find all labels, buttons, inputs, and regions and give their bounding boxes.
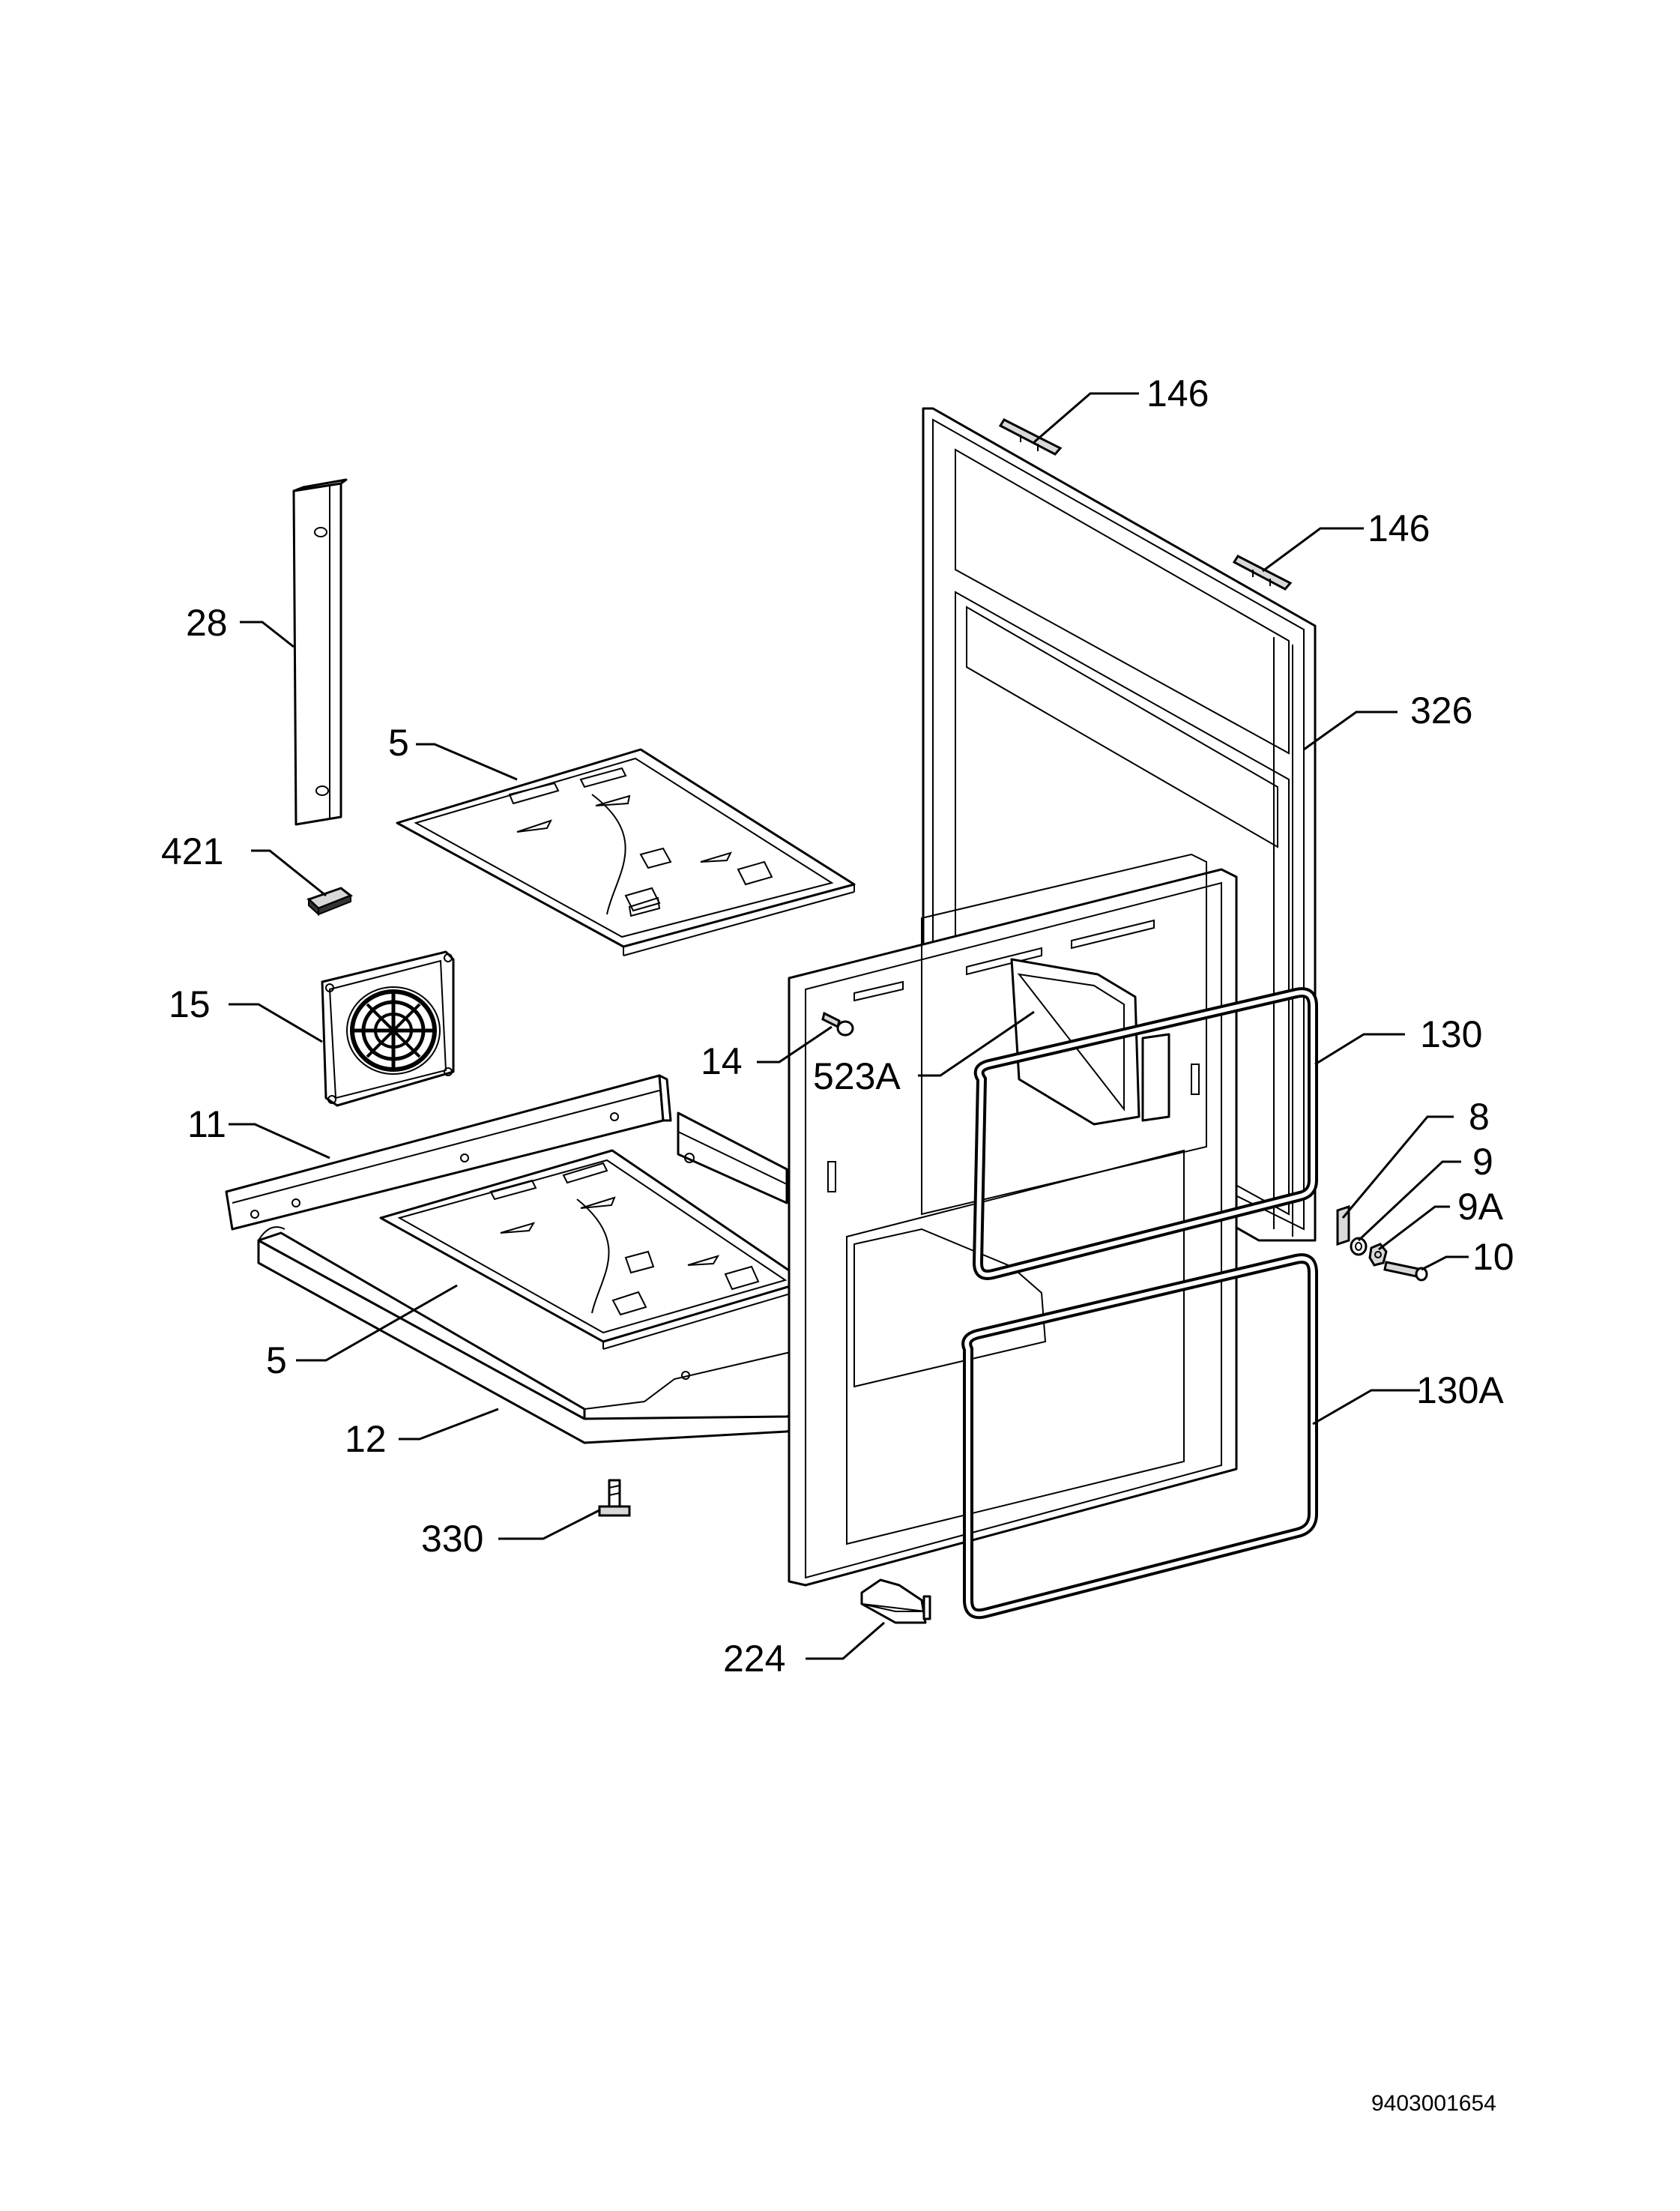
callout-9a: 9A: [1457, 1186, 1504, 1228]
callout-15: 15: [169, 983, 211, 1025]
front-frame: [788, 853, 1238, 1587]
callout-421: 421: [161, 830, 223, 872]
callout-130: 130: [1420, 1013, 1482, 1055]
callout-146-right: 146: [1368, 507, 1430, 549]
part-28-vertical-bracket: [292, 478, 348, 826]
part-5-upper-tray: [396, 748, 856, 956]
callout-326: 326: [1410, 690, 1472, 732]
part-9-washer: [1350, 1237, 1368, 1256]
callout-28: 28: [186, 602, 228, 644]
part-9a-nut: [1368, 1243, 1388, 1267]
callout-labels: 146 146 28 326 5 421 15 130 14 523A 11 8…: [161, 372, 1514, 1680]
callout-130a: 130A: [1416, 1369, 1504, 1411]
part-8-plate: [1336, 1204, 1350, 1246]
document-number: 9403001654: [1371, 2091, 1496, 2116]
part-11-side-rail: [225, 1074, 672, 1231]
callout-523a: 523A: [813, 1055, 901, 1097]
part-14-screw: [821, 1011, 854, 1037]
callout-14: 14: [701, 1040, 743, 1082]
callout-8: 8: [1469, 1096, 1490, 1138]
callout-224: 224: [723, 1638, 785, 1680]
callout-9: 9: [1472, 1141, 1493, 1183]
callout-11: 11: [187, 1103, 226, 1145]
part-10-bolt: [1383, 1261, 1428, 1282]
part-130-upper-seal: [972, 987, 1318, 1280]
part-224-hinge-bracket: [860, 1578, 931, 1624]
callout-12: 12: [345, 1418, 387, 1460]
callout-330: 330: [421, 1518, 483, 1560]
part-330-foot: [598, 1479, 631, 1517]
callout-5-lower: 5: [266, 1339, 287, 1381]
callout-10: 10: [1472, 1236, 1514, 1278]
callout-5-upper: 5: [388, 722, 409, 764]
leader-lines: [229, 392, 1469, 1660]
part-15-fan: [321, 950, 455, 1107]
part-421-knob: [306, 887, 354, 917]
callout-146-top: 146: [1146, 372, 1209, 414]
part-130a-lower-seal: [961, 1253, 1318, 1620]
part-5-lower-tray: [379, 1149, 807, 1350]
part-146-clip-top: [998, 418, 1063, 456]
part-146-clip-right: [1232, 555, 1293, 591]
